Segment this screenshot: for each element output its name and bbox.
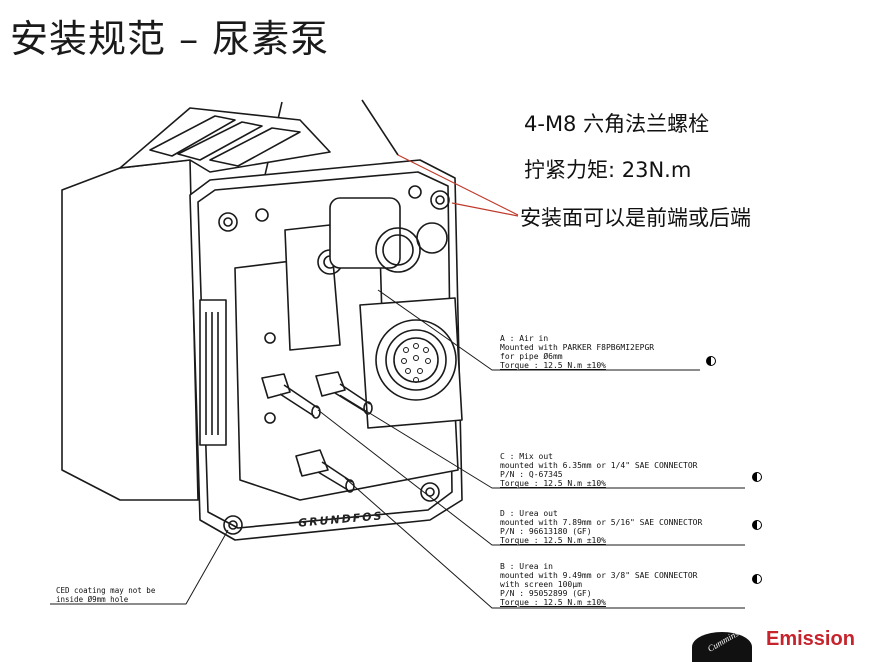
- multi-pin-connector-body: [359, 297, 463, 429]
- mix-out-fitting: [261, 373, 321, 419]
- half-circle-symbol-air-in: [706, 356, 716, 366]
- front-plate-rim: [197, 171, 453, 529]
- emission-logo-text: Emission: [766, 628, 855, 650]
- callout-coating: [50, 529, 229, 605]
- bolt-spec-note: 4-M8 六角法兰螺栓: [524, 112, 710, 136]
- side-label-plate: [199, 299, 227, 446]
- half-circle-symbol-mix-out: [752, 472, 762, 482]
- bolt-hole-bottom-right: [420, 482, 440, 502]
- callout-urea-out: [317, 409, 745, 546]
- half-circle-symbol-urea-in: [752, 574, 762, 584]
- multi-pin-connector: [375, 319, 457, 401]
- bolt-hole-top-right: [430, 190, 450, 210]
- top-rib-3: [209, 127, 301, 167]
- top-rib-2: [177, 121, 263, 161]
- pump-back-housing: [61, 159, 199, 501]
- mounting-surface-note: 安装面可以是前端或后端: [520, 206, 751, 230]
- callout-air-in: [377, 289, 700, 371]
- red-leader-upper: [397, 154, 519, 216]
- urea-in-fitting: [295, 449, 355, 493]
- red-leader-lower: [451, 202, 519, 217]
- half-circle-symbol-urea-out: [752, 520, 762, 530]
- torque-note: 拧紧力矩: 23N.m: [524, 158, 692, 182]
- urea-out-fitting: [315, 371, 373, 415]
- air-in-housing: [284, 224, 341, 351]
- top-electrical-connector: [329, 197, 401, 269]
- callout-urea-in: [344, 477, 745, 609]
- top-rib-1: [149, 115, 236, 157]
- callout-mix-out: [339, 394, 745, 489]
- leader-line-top-right: [361, 99, 399, 156]
- page-title: 安装规范 – 尿素泵: [10, 17, 330, 61]
- cummins-logo: Cummins: [692, 632, 752, 662]
- bolt-hole-bottom-left: [223, 515, 243, 535]
- bolt-hole-top-left: [218, 212, 238, 232]
